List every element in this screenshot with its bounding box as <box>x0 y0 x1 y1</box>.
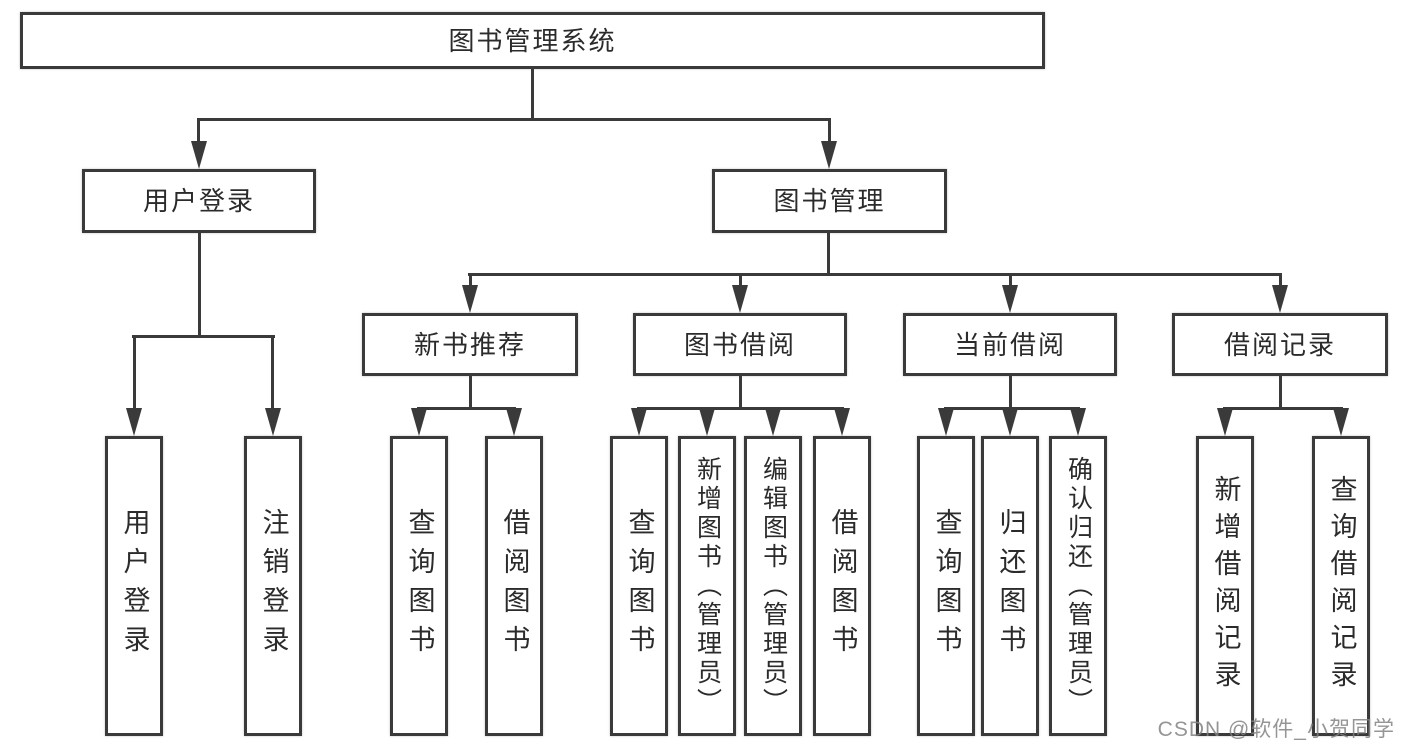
node-label: 图书管理系统 <box>448 25 617 56</box>
node-user-login: 用户登录 <box>82 169 316 233</box>
connector-user-login-rail <box>132 335 275 338</box>
arrowhead-down-icon <box>732 285 748 313</box>
node-label: 查询图书 <box>931 508 962 664</box>
leaf-user-login: 用户登录 <box>105 436 163 736</box>
node-label: 确认归还（管理员） <box>1064 455 1093 717</box>
arrowhead-down-icon <box>462 285 478 313</box>
node-label: 借阅记录 <box>1223 329 1336 360</box>
node-book-management: 图书管理 <box>712 169 947 233</box>
arrowhead-down-icon <box>1217 408 1233 436</box>
node-label: 图书管理 <box>773 186 886 216</box>
connector-level2-rail <box>197 118 831 121</box>
arrowhead-down-icon <box>699 408 715 436</box>
node-label: 新增图书（管理员） <box>693 455 722 717</box>
arrowhead-down-icon <box>1002 408 1018 436</box>
connector-stem <box>469 376 472 410</box>
connector-user-login-stem <box>198 233 201 338</box>
connector-rail-new-book <box>417 407 516 410</box>
arrowhead-down-icon <box>1002 285 1018 313</box>
arrowhead-down-icon <box>631 408 647 436</box>
connector-stem <box>1009 376 1012 410</box>
leaf-edit-books-admin: 编辑图书（管理员） <box>744 436 802 736</box>
connector-drop <box>1279 273 1282 289</box>
node-label: 用户登录 <box>119 508 150 664</box>
csdn-watermark: CSDN @软件_小贺同学 <box>1157 718 1395 741</box>
node-label: 借阅图书 <box>827 508 858 664</box>
node-label: 借阅图书 <box>499 508 530 664</box>
leaf-add-borrow-record: 新增借阅记录 <box>1196 436 1254 736</box>
arrowhead-down-icon <box>821 141 837 169</box>
arrowhead-down-icon <box>191 141 207 169</box>
node-root-system: 图书管理系统 <box>20 12 1045 69</box>
node-label: 用户登录 <box>142 186 255 216</box>
leaf-query-books: 查询图书 <box>390 436 448 736</box>
node-label: 图书借阅 <box>683 329 796 360</box>
leaf-query-books: 查询图书 <box>917 436 975 736</box>
connector-book-management-stem <box>827 233 830 276</box>
node-label: 编辑图书（管理员） <box>759 455 788 717</box>
node-label: 查询图书 <box>624 508 655 664</box>
node-label: 新书推荐 <box>413 329 526 360</box>
leaf-logout: 注销登录 <box>244 436 302 736</box>
arrowhead-down-icon <box>834 408 850 436</box>
connector-drop <box>271 335 274 412</box>
node-current-borrow: 当前借阅 <box>903 313 1117 376</box>
node-label: 查询借阅记录 <box>1326 475 1357 697</box>
connector-drop-user-login <box>197 118 200 146</box>
connector-drop <box>133 335 136 412</box>
node-label: 当前借阅 <box>953 329 1066 360</box>
arrowhead-down-icon <box>1070 408 1086 436</box>
arrowhead-down-icon <box>1333 408 1349 436</box>
leaf-add-books-admin: 新增图书（管理员） <box>678 436 736 736</box>
connector-rail-book-borrow <box>637 407 844 410</box>
leaf-confirm-return-admin: 确认归还（管理员） <box>1049 436 1107 736</box>
node-book-borrow: 图书借阅 <box>633 313 847 376</box>
connector-rail-borrow-records <box>1223 407 1343 410</box>
node-label: 归还图书 <box>995 508 1026 664</box>
arrowhead-down-icon <box>265 408 281 436</box>
arrowhead-down-icon <box>938 408 954 436</box>
node-borrow-records: 借阅记录 <box>1172 313 1388 376</box>
arrowhead-down-icon <box>411 408 427 436</box>
node-label: 查询图书 <box>404 508 435 664</box>
leaf-return-books: 归还图书 <box>981 436 1039 736</box>
connector-drop-book-management <box>828 118 831 146</box>
arrowhead-down-icon <box>126 408 142 436</box>
connector-root-stem <box>531 68 534 121</box>
connector-drop <box>469 273 472 289</box>
connector-drop <box>739 273 742 289</box>
arrowhead-down-icon <box>1272 285 1288 313</box>
connector-stem <box>1279 376 1282 410</box>
node-label: 新增借阅记录 <box>1210 475 1241 697</box>
connector-level3-rail <box>468 273 1282 276</box>
node-label: 注销登录 <box>258 508 289 664</box>
arrowhead-down-icon <box>506 408 522 436</box>
connector-drop <box>1009 273 1012 289</box>
leaf-query-books: 查询图书 <box>610 436 668 736</box>
leaf-borrow-books: 借阅图书 <box>485 436 543 736</box>
arrowhead-down-icon <box>765 408 781 436</box>
node-new-book-recommend: 新书推荐 <box>362 313 578 376</box>
leaf-borrow-books: 借阅图书 <box>813 436 871 736</box>
connector-stem <box>739 376 742 410</box>
leaf-query-borrow-record: 查询借阅记录 <box>1312 436 1370 736</box>
